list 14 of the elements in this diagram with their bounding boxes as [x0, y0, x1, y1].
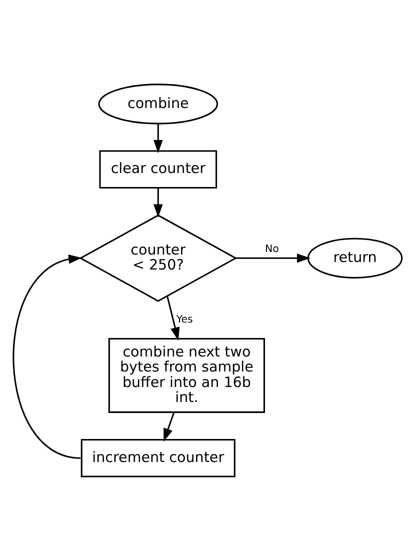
arrow	[152, 187, 162, 218]
node-box: clear counter	[98, 150, 217, 188]
arrow	[12, 254, 82, 458]
edge-label: No	[264, 244, 278, 255]
node-box: increment counter	[80, 438, 235, 477]
node-ellipse: combine	[98, 83, 218, 124]
arrow	[235, 253, 310, 262]
edge-label: Yes	[176, 314, 192, 325]
node-ellipse: return	[306, 237, 402, 278]
arrow	[163, 412, 174, 442]
arrow	[166, 295, 180, 340]
node-box: combine next two bytes from sample buffer into an 16b int.	[108, 337, 264, 412]
arrow	[152, 123, 162, 153]
node-diamond: counter < 250?	[78, 214, 237, 302]
